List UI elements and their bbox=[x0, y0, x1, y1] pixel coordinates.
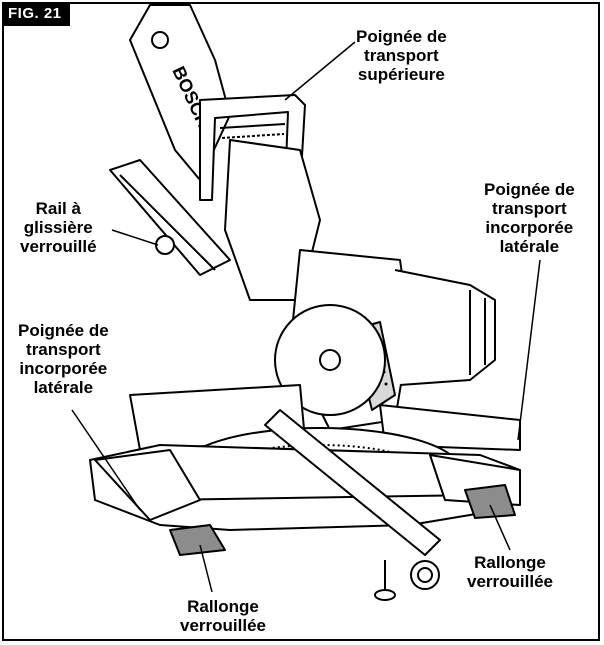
leader-side-handle-left bbox=[71, 409, 141, 511]
callout-extension-left: Rallonge verrouillée bbox=[180, 597, 266, 635]
callout-line: Poignée de bbox=[356, 27, 447, 46]
leader-side-handle-right bbox=[517, 259, 541, 441]
callout-line: Poignée de bbox=[18, 321, 109, 340]
leader-top-handle bbox=[284, 41, 356, 101]
callout-line: incorporée bbox=[19, 359, 108, 378]
left-extension-wing bbox=[94, 449, 201, 521]
figure-label: FIG. 21 bbox=[2, 2, 70, 26]
callout-line: Rallonge bbox=[474, 553, 546, 572]
callout-line: verrouillé bbox=[20, 237, 97, 256]
callout-line: supérieure bbox=[357, 65, 445, 84]
callout-line: Rail à bbox=[35, 199, 81, 218]
callout-line: Rallonge bbox=[187, 597, 259, 616]
motor-end-cap bbox=[394, 269, 496, 386]
bevel-knob bbox=[374, 589, 396, 601]
guard-logo bbox=[151, 31, 169, 49]
leader-extension-right bbox=[489, 504, 511, 551]
leader-rail-lock bbox=[111, 229, 159, 246]
callout-line: glissière bbox=[23, 218, 93, 237]
callout-extension-right: Rallonge verrouillée bbox=[467, 553, 553, 591]
callout-side-handle-right: Poignée de transport incorporée latérale bbox=[484, 180, 575, 256]
callout-line: verrouillée bbox=[467, 572, 553, 591]
callout-line: incorporée bbox=[485, 218, 574, 237]
callout-line: latérale bbox=[33, 378, 94, 397]
rail-lock-knob bbox=[155, 235, 175, 255]
callout-line: verrouillée bbox=[180, 616, 266, 635]
callout-side-handle-left: Poignée de transport incorporée latérale bbox=[18, 321, 109, 397]
detent-arm bbox=[264, 409, 441, 556]
callout-rail-lock: Rail à glissière verrouillé bbox=[20, 199, 97, 256]
callout-top-carry-handle: Poignée de transport supérieure bbox=[356, 27, 447, 84]
callout-line: transport bbox=[492, 199, 567, 218]
callout-line: transport bbox=[26, 340, 101, 359]
callout-line: latérale bbox=[499, 237, 560, 256]
callout-line: Poignée de bbox=[484, 180, 575, 199]
left-foot-lock bbox=[169, 524, 226, 556]
callout-line: transport bbox=[364, 46, 439, 65]
leader-extension-left bbox=[199, 544, 213, 593]
right-foot-lock bbox=[464, 484, 516, 519]
